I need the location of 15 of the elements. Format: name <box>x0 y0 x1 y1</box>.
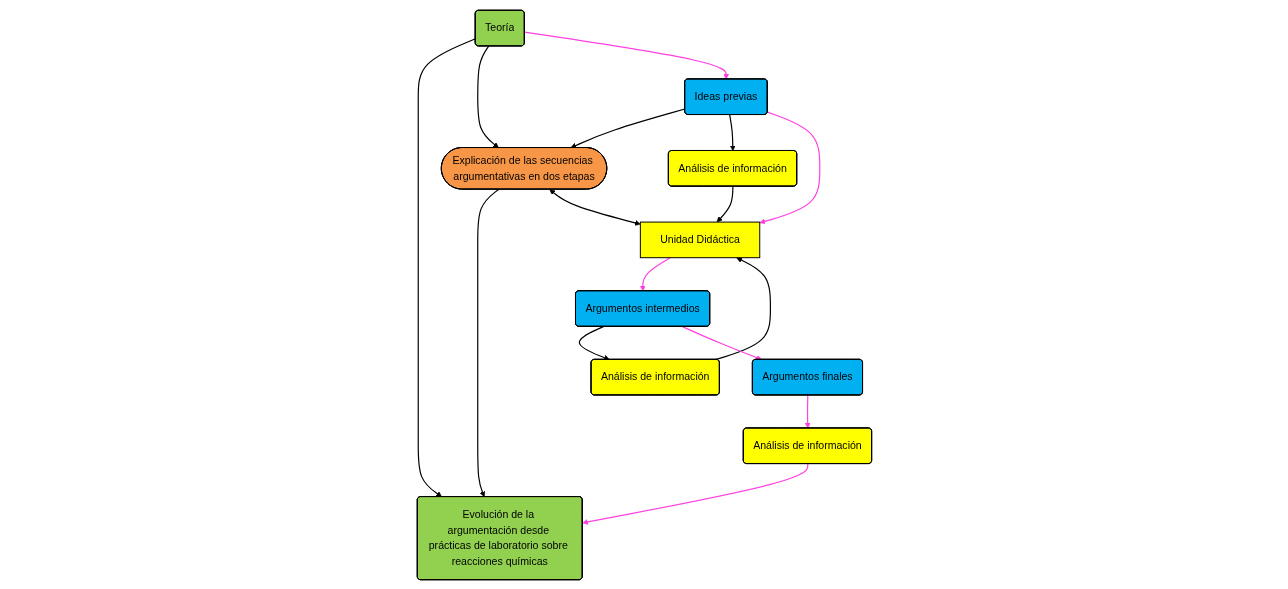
arrow <box>417 37 476 497</box>
arrow <box>476 45 499 148</box>
arrow <box>728 113 736 151</box>
arrow <box>681 325 762 360</box>
arrow <box>581 462 808 525</box>
arrow <box>804 394 811 429</box>
arrow <box>759 111 820 224</box>
arrow <box>578 325 610 360</box>
arrow <box>549 188 641 226</box>
arrow <box>570 107 686 148</box>
node-box: Unidad Didáctica <box>639 221 760 258</box>
arrow <box>476 188 499 497</box>
arrow <box>523 31 729 79</box>
arrow <box>639 256 671 291</box>
arrow <box>716 185 733 222</box>
